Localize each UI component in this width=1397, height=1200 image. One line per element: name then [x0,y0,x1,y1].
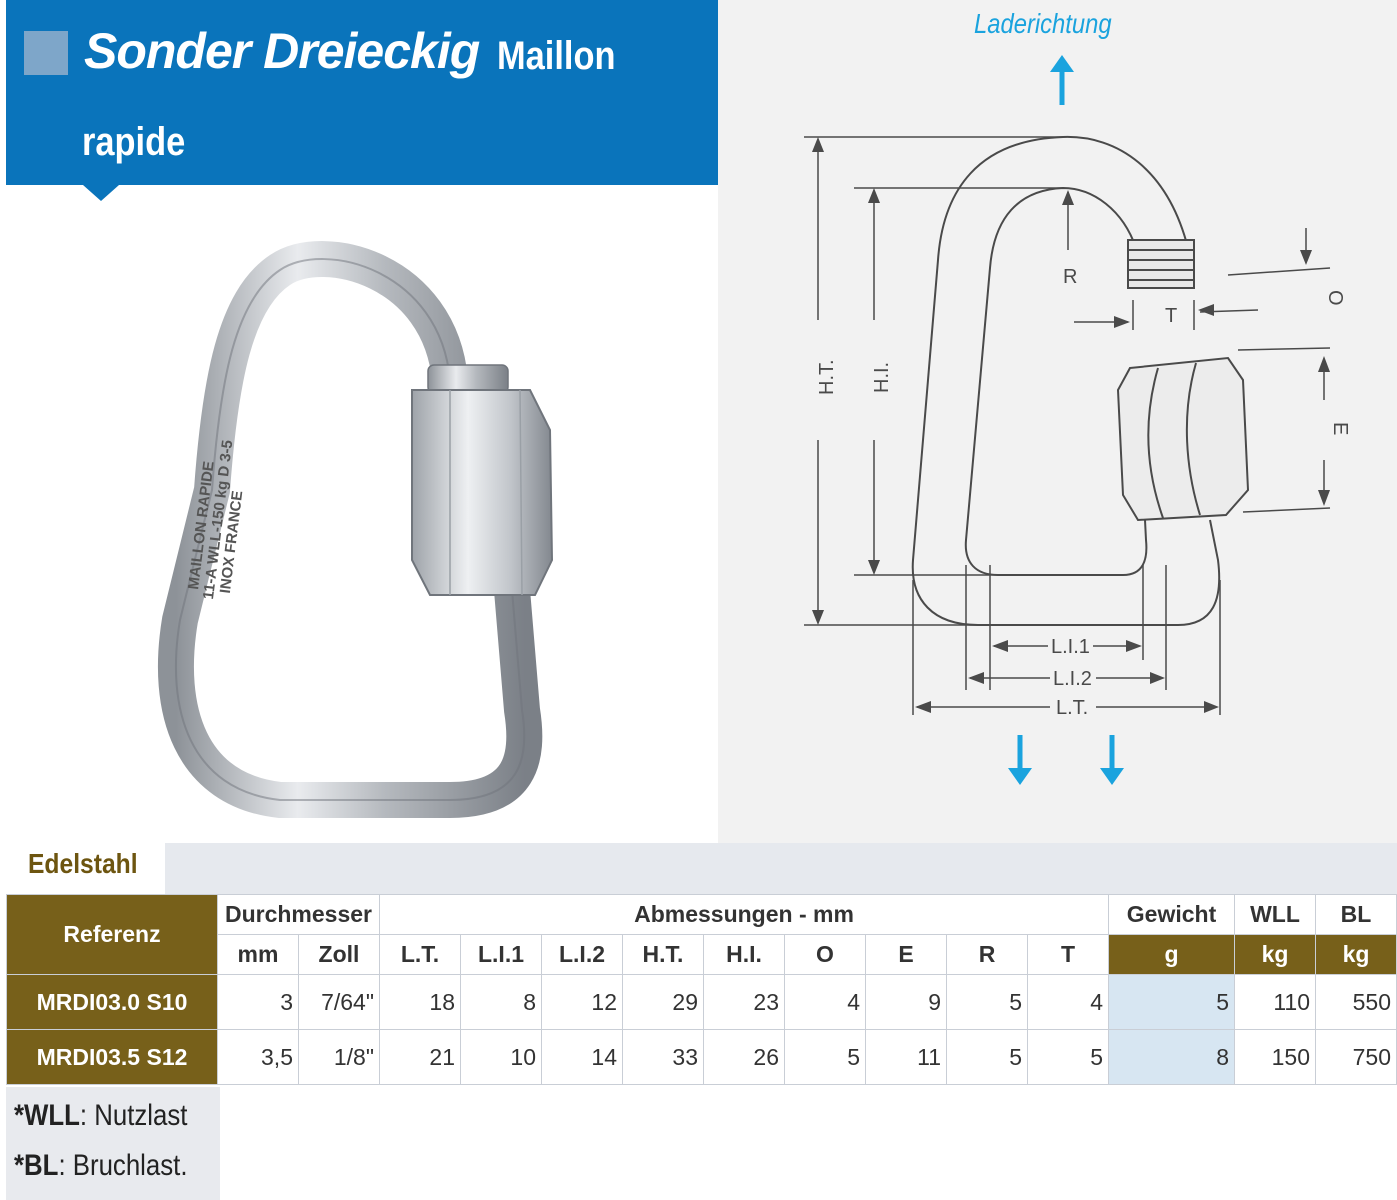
diameter-header: Durchmesser [217,894,380,935]
table-cell: 5 [946,974,1028,1030]
ref-header: Referenz [6,894,218,975]
dim-label-o: O [1324,290,1346,306]
dim-label-ht: H.T. [816,359,838,395]
table-cell: 9 [865,974,947,1030]
title-rest: Maillon [497,34,616,78]
footnote-term: *BL [14,1149,59,1182]
load-arrow-up-icon [1050,55,1074,105]
dim-label-t: T [1165,305,1177,327]
table-cell: 7/64" [298,974,380,1030]
banner-pointer [83,185,119,201]
table-cell: 4 [784,974,866,1030]
load-direction-label: Laderichtung [974,8,1112,39]
dim-label-hi: H.I. [871,362,893,393]
spec-table: Referenz Durchmesser Abmessungen - mm Ge… [6,894,1397,1085]
table-cell: 550 [1315,974,1397,1030]
unit-header: kg [1315,934,1397,975]
footnote-text: : Nutzlast [79,1099,188,1132]
dim-label-lt: L.T. [1056,697,1088,719]
table-cell: 3,5 [217,1029,299,1085]
unit-header: L.T. [379,934,461,975]
table-cell: 26 [703,1029,785,1085]
unit-header: Zoll [298,934,380,975]
product-photo: MAILLON RAPIDE 11-A WLL-150 kg D 3-5 INO… [150,230,590,820]
load-arrow-down-left-icon [1008,735,1032,785]
unit-header: L.I.2 [541,934,623,975]
reference-cell: MRDI03.5 S12 [6,1029,218,1085]
reference-cell: MRDI03.0 S10 [6,974,218,1030]
unit-header: kg [1234,934,1316,975]
title-banner [6,0,718,185]
dim-label-e: E [1329,422,1351,435]
table-cell: 10 [460,1029,542,1085]
table-cell: 110 [1234,974,1316,1030]
table-cell: 8 [460,974,542,1030]
table-cell: 29 [622,974,704,1030]
unit-header: H.I. [703,934,785,975]
table-cell: 3 [217,974,299,1030]
dim-label-li1: L.I.1 [1051,636,1090,658]
title-emphasis: Sonder Dreieckig [84,23,480,79]
footnotes: *WLL: Nutzlast *BL: Bruchlast. [6,1087,220,1200]
table-cell: 5 [946,1029,1028,1085]
weight-header: Gewicht [1108,894,1235,935]
table-cell: 11 [865,1029,947,1085]
weight-cell: 5 [1108,974,1235,1030]
unit-header: mm [217,934,299,975]
table-cell: 150 [1234,1029,1316,1085]
locking-nut [411,389,554,596]
wll-header: WLL [1234,894,1316,935]
dim-label-li2: L.I.2 [1053,668,1092,690]
unit-header: H.T. [622,934,704,975]
table-cell: 750 [1315,1029,1397,1085]
load-arrow-down-right-icon [1100,735,1124,785]
unit-header: L.I.1 [460,934,542,975]
table-cell: 23 [703,974,785,1030]
section-label: Edelstahl [28,848,138,879]
dim-label-r: R [1063,266,1077,288]
section-strip [165,843,1397,894]
banner-square-icon [24,31,68,75]
table-cell: 5 [784,1029,866,1085]
title-line-2: rapide [82,120,186,164]
footnote-wll: *WLL: Nutzlast [14,1099,187,1133]
table-cell: 5 [1027,1029,1109,1085]
thread [427,364,509,394]
table-cell: 12 [541,974,623,1030]
header-row-group: Referenz Durchmesser Abmessungen - mm Ge… [6,894,1397,975]
unit-header: O [784,934,866,975]
unit-header: R [946,934,1028,975]
header-row-units: mm Zoll L.T. L.I.1 L.I.2 H.T. H.I. O E R… [7,934,1397,975]
table-row: MRDI03.0 S10 3 7/64" 18 8 12 29 23 4 9 5… [6,974,1397,1030]
bl-header: BL [1315,894,1397,935]
technical-drawing: Laderichtung [718,0,1397,843]
unit-header: T [1027,934,1109,975]
unit-header: E [865,934,947,975]
table-cell: 21 [379,1029,461,1085]
weight-cell: 8 [1108,1029,1235,1085]
footnote-bl: *BL: Bruchlast. [14,1149,187,1183]
table-cell: 1/8" [298,1029,380,1085]
table-cell: 18 [379,974,461,1030]
table-cell: 14 [541,1029,623,1085]
table-cell: 4 [1027,974,1109,1030]
footnote-text: : Bruchlast. [58,1149,188,1182]
dimensions-header: Abmessungen - mm [379,894,1109,935]
table-cell: 33 [622,1029,704,1085]
unit-header: g [1108,934,1235,975]
table-row: MRDI03.5 S12 3,5 1/8" 21 10 14 33 26 5 1… [6,1029,1397,1085]
footnote-term: *WLL [14,1099,80,1132]
